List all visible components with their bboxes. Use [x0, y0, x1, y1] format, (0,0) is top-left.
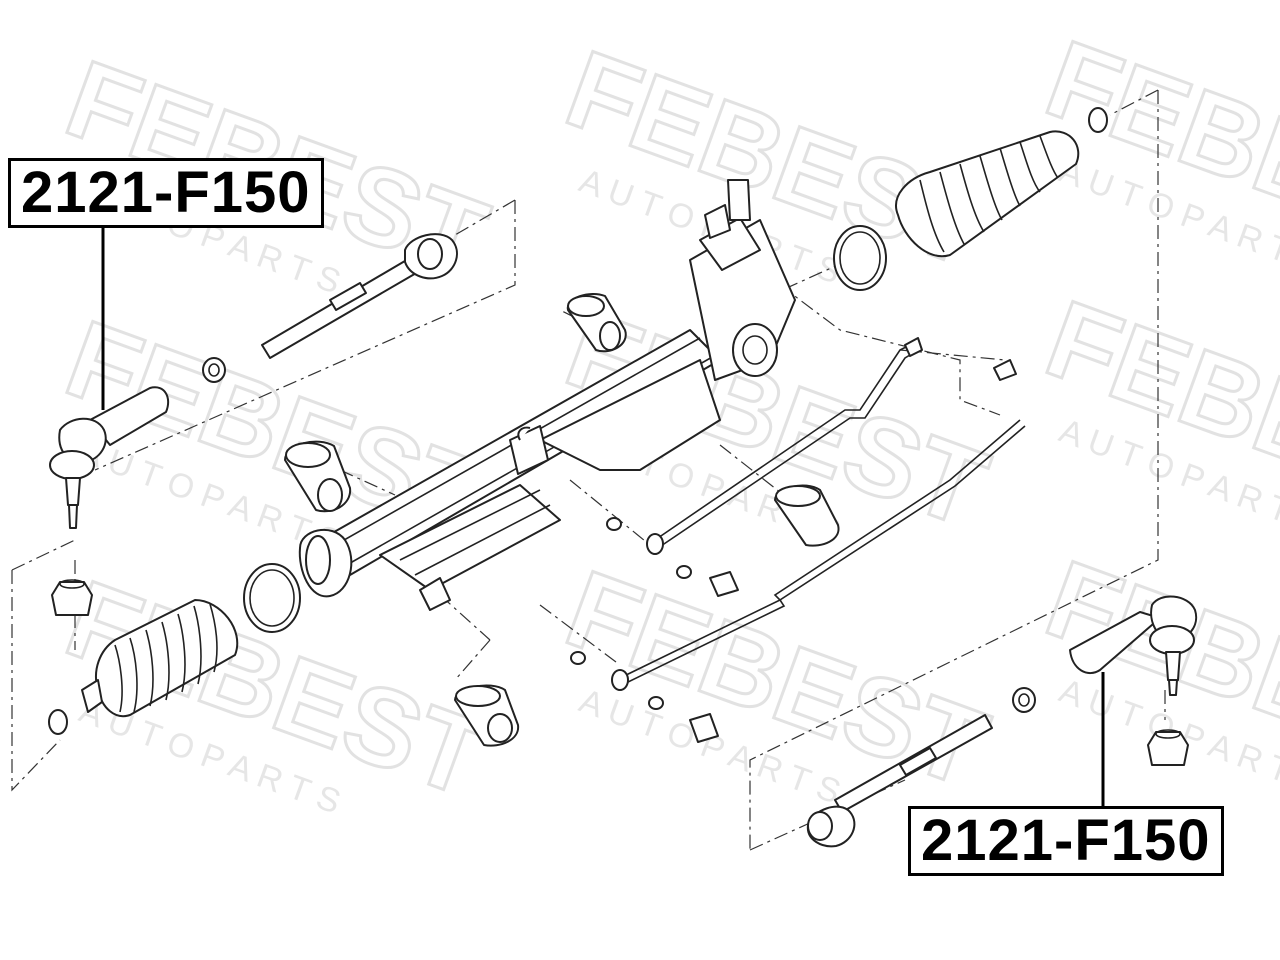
- lock-nut-left: [202, 357, 226, 383]
- mounting-bushing-bottom: [454, 684, 520, 747]
- lock-nut-right: [1012, 687, 1036, 713]
- mounting-bushing-upper-left: [566, 292, 627, 353]
- hydraulic-line-upper: [646, 344, 916, 555]
- part-number-callout-bottom-right: 2121-F150: [908, 806, 1224, 876]
- part-number-callout-top-left: 2121-F150: [8, 158, 324, 228]
- steering-rack-housing: [298, 179, 796, 611]
- inner-tie-rod-left: [261, 233, 458, 359]
- mounting-bushing-left: [284, 440, 352, 513]
- part-number-text: 2121-F150: [21, 160, 311, 225]
- castle-nut-right: [1147, 729, 1189, 766]
- part-number-text: 2121-F150: [921, 808, 1211, 873]
- inner-tie-rod-right: [806, 714, 993, 848]
- castle-nut-left: [51, 579, 93, 616]
- mounting-bushing-center-right: [774, 484, 840, 547]
- callout-leaders: [101, 228, 1105, 808]
- bellows-boot-left: [81, 599, 239, 718]
- boot-clamp-ring-right: [833, 225, 887, 291]
- outer-tie-rod-end-left: [49, 386, 170, 529]
- bellows-boot-right: [895, 130, 1080, 258]
- boot-clamp-ring-left: [243, 563, 301, 633]
- boot-clamp-small-right: [1088, 107, 1108, 133]
- hydraulic-line-lower: [611, 419, 1026, 691]
- boot-clamp-small-left: [48, 709, 68, 735]
- outer-tie-rod-end-right: [1069, 595, 1198, 696]
- washers-and-bolts: [570, 337, 1017, 743]
